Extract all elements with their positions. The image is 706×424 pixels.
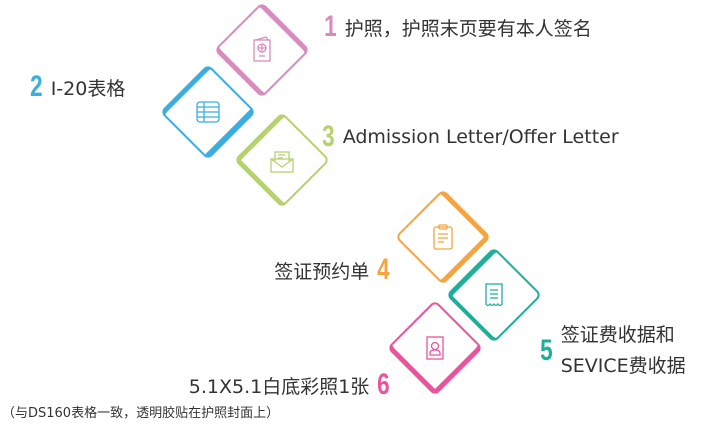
step-number: 2: [30, 70, 43, 103]
passport-icon: [253, 36, 271, 62]
step-2: 2 I-20表格: [28, 70, 125, 104]
table-form-icon: [196, 101, 220, 123]
envelope-letter-icon: [270, 151, 294, 173]
receipt-icon: [485, 283, 503, 307]
step-label: 护照，护照末页要有本人签名: [344, 17, 592, 40]
step-number: 1: [324, 10, 337, 43]
photo-id-icon: [426, 336, 444, 360]
step-3: 3 Admission Letter/Offer Letter: [320, 120, 619, 154]
step-label-2: SEVICE费收据: [560, 355, 686, 377]
step-label: I-20表格: [50, 77, 126, 100]
step-6: 5.1X5.1白底彩照1张 6: [189, 368, 392, 402]
step-number: 6: [377, 368, 390, 401]
footnote: （与DS160表格一致，透明胶贴在护照封面上）: [2, 406, 280, 421]
step-4: 签证预约单 4: [274, 253, 392, 287]
step-label: 5.1X5.1白底彩照1张: [188, 375, 370, 398]
step-5: 5 签证费收据和 SEVICE费收据: [538, 320, 686, 382]
step-number: 5: [540, 334, 553, 367]
step-label: 签证预约单: [274, 260, 370, 283]
step-number: 4: [377, 253, 390, 286]
step-number: 3: [322, 120, 335, 153]
step-label: Admission Letter/Offer Letter: [342, 126, 619, 148]
step-label: 签证费收据和: [560, 324, 675, 346]
clipboard-icon: [433, 224, 453, 250]
step-1: 1 护照，护照末页要有本人签名: [322, 10, 592, 44]
